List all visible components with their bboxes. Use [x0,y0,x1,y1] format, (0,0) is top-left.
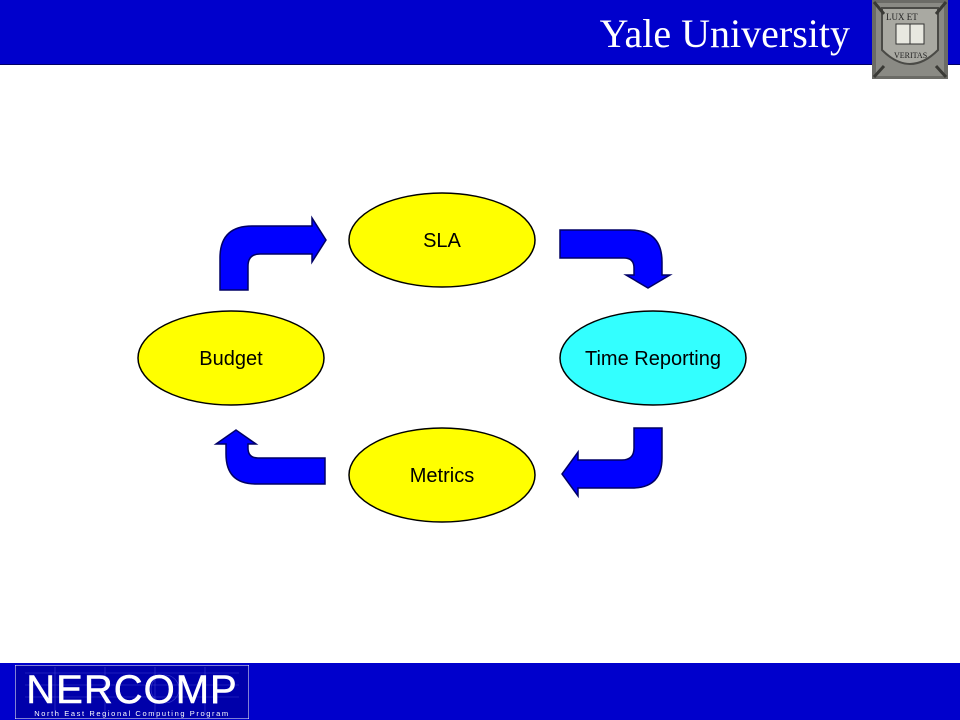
node-budget-label: Budget [199,348,263,370]
node-metrics-label: Metrics [410,465,474,487]
node-budget: Budget [137,310,325,406]
node-time-reporting: Time Reporting [559,310,747,406]
header-bar: Yale University [0,0,960,65]
node-metrics: Metrics [348,427,536,523]
nercomp-logo: NERCOMP North East Regional Computing Pr… [15,665,249,719]
logo-text: NERCOMP [26,668,237,712]
node-sla-label: SLA [423,230,461,252]
yale-seal-icon: LUX ET VERITAS [872,0,948,79]
node-time-reporting-label: Time Reporting [585,348,721,370]
seal-veritas: VERITAS [894,51,927,60]
arrow-budget-to-sla [219,215,327,291]
arrow-sla-to-time-reporting [559,229,673,289]
seal-lux-et: LUX ET [886,12,918,22]
logo-subtitle: North East Regional Computing Program [34,709,230,718]
node-sla: SLA [348,192,536,288]
arrow-time-reporting-to-metrics [561,427,663,499]
arrow-metrics-to-budget [213,429,326,485]
header-title: Yale University [599,11,850,56]
